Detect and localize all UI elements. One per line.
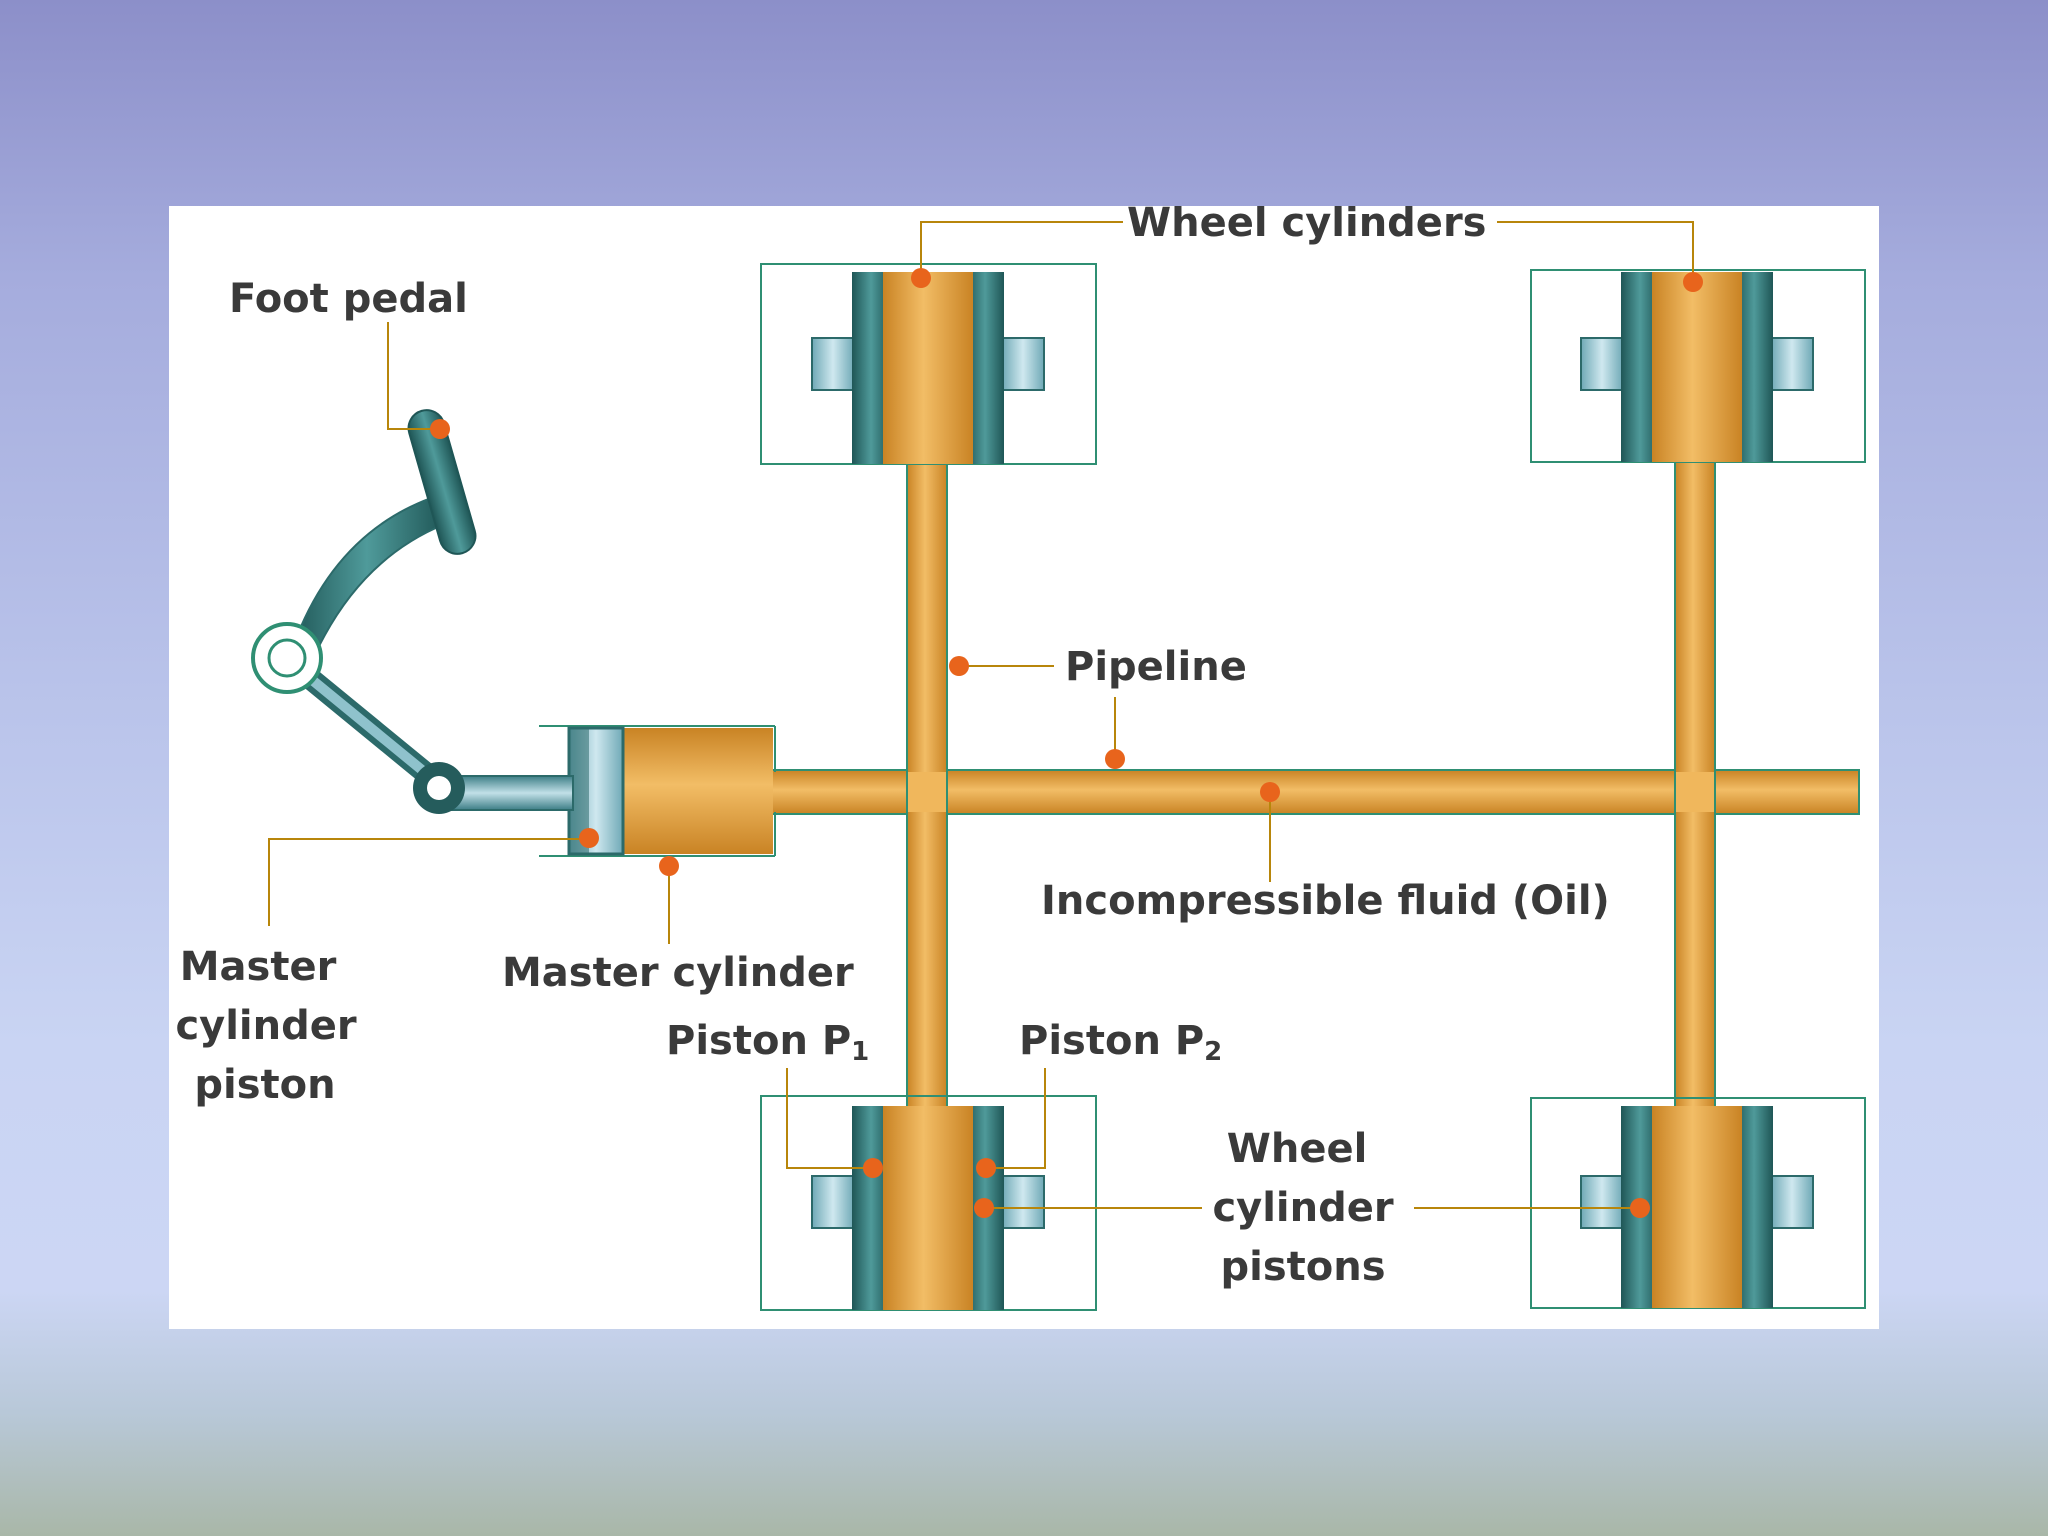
label-master-cylinder-piston: Master cylinder piston [175,944,370,1108]
label-wheel-cylinder-pistons: Wheel cylinder pistons [1212,1126,1407,1290]
label-piston-p2: Piston P2 [1019,1018,1222,1067]
label-foot-pedal: Foot pedal [229,276,468,322]
linkage-joint-upper [251,622,323,694]
label-piston-p1: Piston P1 [666,1018,869,1067]
hydraulic-brake-diagram: Foot pedal Wheel cylinders Pipeline Inco… [175,206,1866,1311]
foot-pedal [407,409,477,555]
label-wheel-cylinders: Wheel cylinders [1127,206,1486,246]
leader-lines [268,221,1694,1209]
label-master-cylinder: Master cylinder [502,950,854,996]
wheel-cylinder-top-left [760,263,1097,465]
wheel-cylinder-bottom-left [760,1095,1097,1311]
wheel-cylinder-bottom-right [1530,1097,1866,1309]
diagram-panel: Foot pedal Wheel cylinders Pipeline Inco… [169,206,1879,1329]
master-cylinder [539,725,776,857]
pipeline-network [768,455,1860,1151]
foot-pedal-linkage [251,409,574,814]
markers [430,268,1703,1218]
label-pipeline: Pipeline [1065,644,1247,690]
wheel-cylinder-top-right [1530,269,1866,463]
diagram-labels: Foot pedal Wheel cylinders Pipeline Inco… [175,206,1609,1290]
label-incompressible-fluid: Incompressible fluid (Oil) [1041,878,1610,924]
